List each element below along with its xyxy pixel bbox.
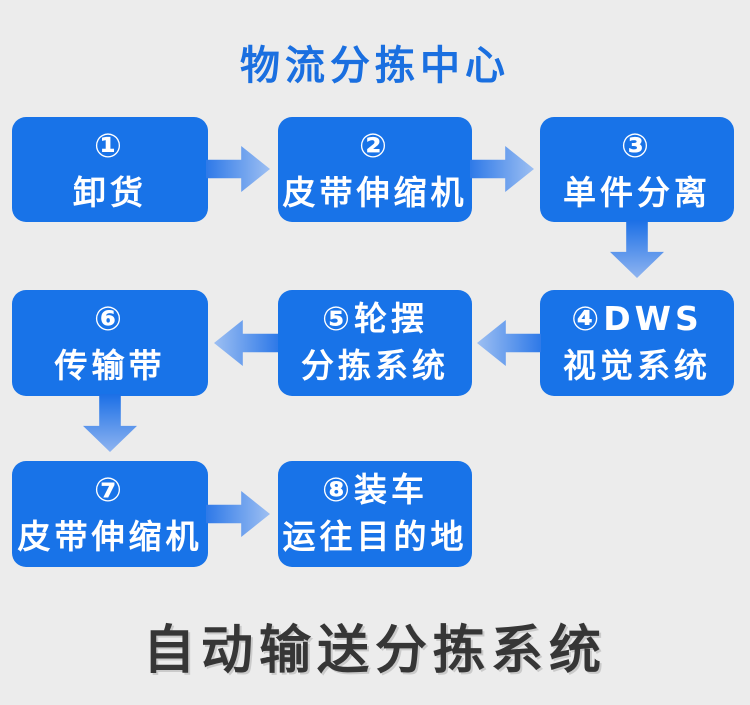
flow-node-label: 视觉系统 xyxy=(563,346,711,385)
arrow-right-icon xyxy=(470,146,534,192)
flow-node-number: ⑤轮摆 xyxy=(322,299,428,339)
flow-node-singulation: ③ 单件分离 xyxy=(540,117,734,222)
flow-node-label: 卸货 xyxy=(73,172,147,212)
arrow-right-icon xyxy=(206,491,270,537)
page-title: 物流分拣中心 xyxy=(240,43,510,89)
flow-node-number: ⑥ xyxy=(94,299,126,339)
flow-node-number: ② xyxy=(359,125,391,165)
flow-node-label: 皮带伸缩机 xyxy=(17,517,203,556)
flow-node-number: ④DWS xyxy=(571,299,703,339)
flow-node-number: ③ xyxy=(621,125,653,165)
arrow-right-icon xyxy=(206,146,270,192)
flow-node-conveyor-belt: ⑥ 传输带 xyxy=(12,290,208,396)
bottom-title: 自动输送分拣系统 xyxy=(142,621,607,681)
flow-node-number: ① xyxy=(94,125,126,165)
flow-node-label: 运往目的地 xyxy=(282,517,468,556)
flow-node-dws-vision-system: ④DWS 视觉系统 xyxy=(540,290,734,396)
flow-node-telescopic-belt-conveyor: ② 皮带伸缩机 xyxy=(278,117,472,222)
flow-node-number: ⑧装车 xyxy=(322,470,428,510)
flow-node-loading-to-destination: ⑧装车 运往目的地 xyxy=(278,461,472,567)
arrow-left-icon xyxy=(214,320,278,366)
flow-node-number: ⑦ xyxy=(94,470,126,510)
flow-node-telescopic-belt-conveyor-2: ⑦ 皮带伸缩机 xyxy=(12,461,208,567)
flow-node-label: 传输带 xyxy=(54,346,166,385)
arrow-down-icon xyxy=(610,220,664,278)
flow-node-label: 单件分离 xyxy=(563,172,711,212)
flow-node-label: 分拣系统 xyxy=(301,346,449,385)
flow-node-unloading: ① 卸货 xyxy=(12,117,208,222)
flow-node-label: 皮带伸缩机 xyxy=(282,172,468,212)
arrow-down-icon xyxy=(83,394,137,452)
flow-node-wheel-sorter-system: ⑤轮摆 分拣系统 xyxy=(278,290,472,396)
arrow-left-icon xyxy=(477,320,541,366)
